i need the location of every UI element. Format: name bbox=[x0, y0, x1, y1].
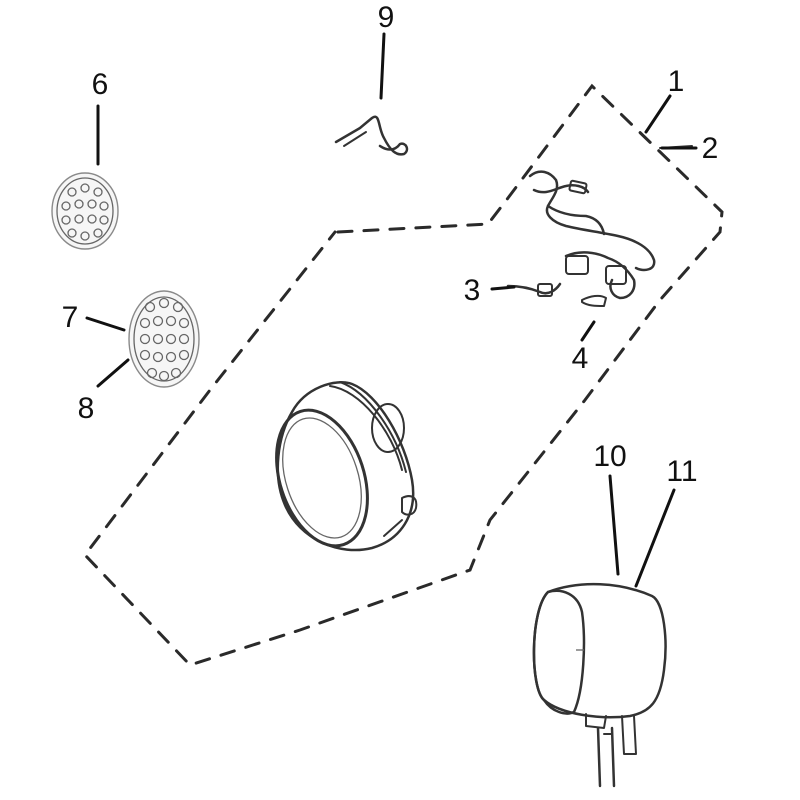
part-9-spring-clip bbox=[334, 115, 409, 156]
leader-lines bbox=[85, 32, 698, 588]
callout-2: 2 bbox=[702, 132, 719, 165]
callout-3: 3 bbox=[464, 274, 481, 307]
headlamp-housing bbox=[275, 381, 418, 552]
leader-1 bbox=[644, 94, 672, 134]
callout-8: 8 bbox=[78, 392, 95, 425]
part-6-led-lens bbox=[51, 172, 119, 250]
callout-4: 4 bbox=[572, 342, 589, 375]
wiring-harness bbox=[506, 145, 693, 307]
leader-7 bbox=[85, 316, 126, 332]
leader-11 bbox=[634, 488, 676, 588]
part-7-8-led-lens bbox=[128, 290, 200, 388]
work-lamp bbox=[532, 582, 667, 788]
callout-6: 6 bbox=[92, 68, 109, 101]
leader-3 bbox=[490, 285, 516, 291]
leader-4 bbox=[580, 320, 596, 342]
leader-9 bbox=[379, 32, 386, 100]
callout-11: 11 bbox=[666, 455, 697, 488]
assembly-boundary bbox=[83, 83, 724, 667]
leader-10 bbox=[608, 474, 620, 576]
leader-8 bbox=[96, 358, 130, 388]
callout-7: 7 bbox=[62, 301, 79, 334]
callout-9: 9 bbox=[378, 1, 395, 34]
callout-1: 1 bbox=[668, 65, 685, 98]
callout-10: 10 bbox=[593, 440, 626, 473]
